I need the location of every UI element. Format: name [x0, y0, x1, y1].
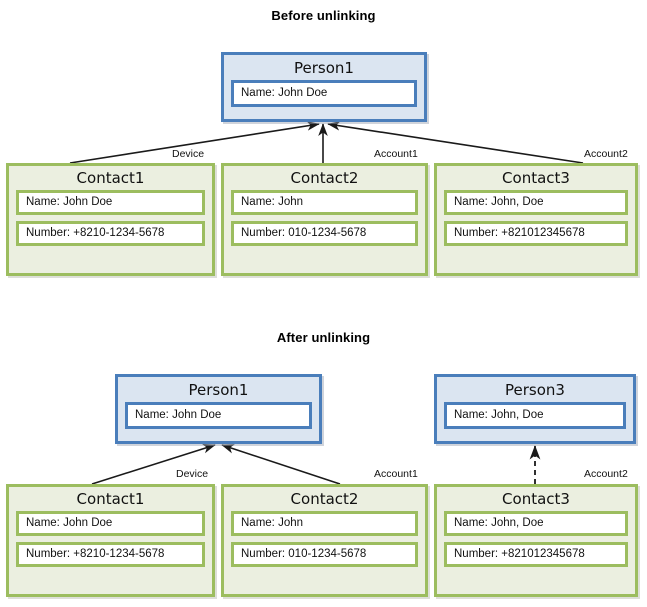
contact-field-number[interactable]: Number: +821012345678	[444, 542, 628, 568]
person-title: Person1	[294, 59, 354, 77]
contact-field-number[interactable]: Number: 010-1234-5678	[231, 542, 418, 568]
edge-account2-top	[327, 121, 584, 164]
person-box-person1-bottom[interactable]: Person1 Name: John Doe	[115, 374, 322, 444]
edge-label-device-top: Device	[172, 148, 205, 160]
contact-field-number[interactable]: Number: +8210-1234-5678	[16, 221, 205, 247]
edge-label-device-bottom: Device	[176, 468, 209, 480]
edge-label-account1-bottom: Account1	[374, 468, 418, 480]
contact-box-contact3-top[interactable]: Contact3 Name: John, Doe Number: +821012…	[434, 163, 638, 276]
contact-field-name[interactable]: Name: John	[231, 511, 418, 537]
section-title-after: After unlinking	[276, 330, 371, 345]
contact-field-name[interactable]: Name: John Doe	[16, 511, 205, 537]
contact-field-number[interactable]: Number: 010-1234-5678	[231, 221, 418, 247]
person-box-person1-top[interactable]: Person1 Name: John Doe	[221, 52, 427, 122]
edge-label-account1-top: Account1	[374, 148, 418, 160]
section-title-before: Before unlinking	[271, 8, 376, 23]
contact-title: Contact3	[502, 490, 570, 508]
contact-box-contact1-top[interactable]: Contact1 Name: John Doe Number: +8210-12…	[6, 163, 215, 276]
contact-field-name[interactable]: Name: John	[231, 190, 418, 216]
contact-title: Contact2	[290, 169, 359, 187]
contact-field-number[interactable]: Number: +821012345678	[444, 221, 628, 247]
person-field-name[interactable]: Name: John, Doe	[444, 402, 626, 430]
contact-box-contact1-bottom[interactable]: Contact1 Name: John Doe Number: +8210-12…	[6, 484, 215, 597]
contact-title: Contact1	[76, 169, 145, 187]
edge-label-account2-top: Account2	[584, 148, 628, 160]
contact-title: Contact3	[502, 169, 570, 187]
person-field-name[interactable]: Name: John Doe	[231, 80, 417, 108]
contact-field-name[interactable]: Name: John, Doe	[444, 190, 628, 216]
person-field-name[interactable]: Name: John Doe	[125, 402, 312, 430]
person-title: Person3	[505, 381, 565, 399]
person-box-person3-bottom[interactable]: Person3 Name: John, Doe	[434, 374, 636, 444]
contact-field-name[interactable]: Name: John Doe	[16, 190, 205, 216]
contact-title: Contact2	[290, 490, 359, 508]
contact-box-contact2-bottom[interactable]: Contact2 Name: John Number: 010-1234-567…	[221, 484, 428, 597]
contact-box-contact2-top[interactable]: Contact2 Name: John Number: 010-1234-567…	[221, 163, 428, 276]
edge-account1-bottom	[221, 444, 341, 485]
contact-box-contact3-bottom[interactable]: Contact3 Name: John, Doe Number: +821012…	[434, 484, 638, 597]
person-title: Person1	[188, 381, 249, 399]
edge-label-account2-bottom: Account2	[584, 468, 628, 480]
contact-title: Contact1	[76, 490, 145, 508]
contact-field-number[interactable]: Number: +8210-1234-5678	[16, 542, 205, 568]
contact-field-name[interactable]: Name: John, Doe	[444, 511, 628, 537]
